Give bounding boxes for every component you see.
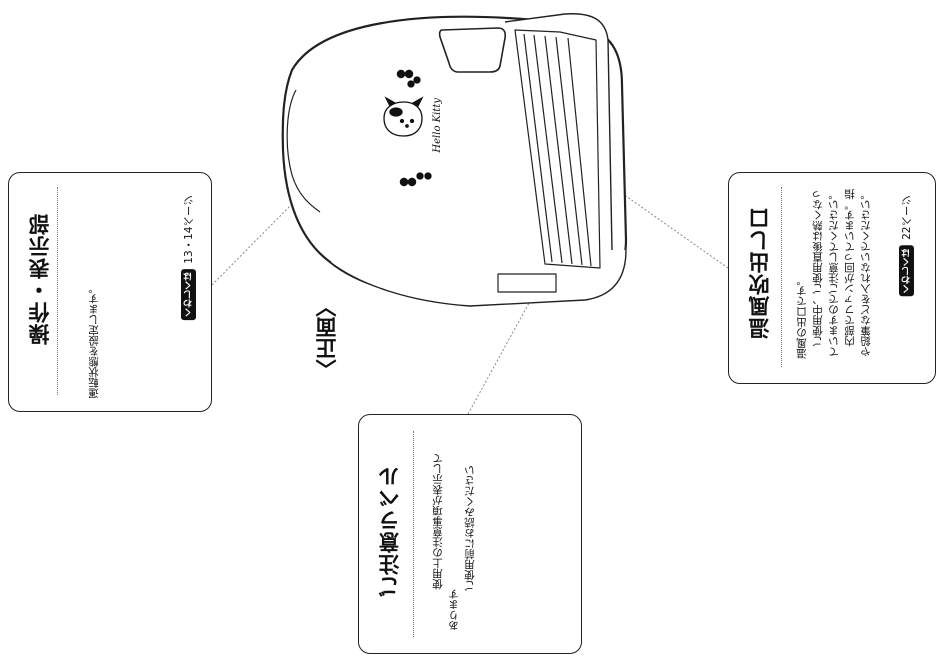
heater-illustration bbox=[281, 13, 628, 307]
leader-line-controls bbox=[211, 199, 297, 286]
callout-title: ご注意ラベル bbox=[378, 465, 402, 597]
callout-page-ref: くわしくは 22ページ bbox=[899, 195, 914, 298]
leader-lines bbox=[211, 157, 729, 415]
kitty-face bbox=[383, 101, 423, 137]
callout-line-5: や鉛筆などを入れないでください。 bbox=[860, 189, 872, 357]
callout-page-ref: くわしくは 13・14ページ bbox=[181, 195, 196, 322]
side-rim bbox=[286, 89, 321, 213]
callout-line-1: 使用上の注意事項が表示して bbox=[432, 453, 444, 590]
ref-pages: 13・14ページ bbox=[183, 195, 195, 264]
callout-divider bbox=[57, 187, 58, 395]
callout-controls: 操作・表示部 運転状態を設定します。 くわしくは 13・14ページ bbox=[8, 172, 212, 412]
callout-line-4: 内部でファンが回っています。指 bbox=[844, 189, 856, 347]
callout-title: 操作・表示部 bbox=[28, 213, 52, 345]
view-label: 〈正面〉 bbox=[315, 296, 339, 380]
ref-pages: 22ページ bbox=[901, 195, 913, 240]
callout-warm-air-outlet: 温風吹出し口 温風の出口です。 ご使用中、ご使用直後は熱くなっ ていますのでご注… bbox=[728, 172, 936, 384]
bow-icon bbox=[396, 69, 432, 187]
callout-divider bbox=[413, 431, 414, 637]
heater-logo: Hello Kitty bbox=[432, 98, 443, 153]
callout-line-3: ご使用前にお読みください bbox=[464, 465, 476, 591]
heater-ridge bbox=[504, 13, 613, 251]
callout-caution-label: ご注意ラベル 使用上の注意事項が表示して あります ご使用前にお読みください bbox=[358, 414, 582, 654]
callout-divider bbox=[781, 187, 782, 367]
outlet-grille bbox=[514, 29, 601, 269]
caution-label-sticker bbox=[497, 273, 557, 293]
callout-line-2: あります bbox=[448, 589, 460, 631]
callout-description: 運転状態を設定します。 bbox=[88, 283, 100, 399]
callout-title: 温風吹出し口 bbox=[748, 207, 772, 339]
leader-line-caution bbox=[467, 282, 541, 415]
callout-line-1: 温風の出口です。 bbox=[796, 275, 808, 359]
ref-badge: くわしくは bbox=[181, 269, 196, 321]
callout-line-3: ていますのでご注意してください。 bbox=[828, 189, 840, 357]
ref-badge: くわしくは bbox=[899, 245, 914, 297]
control-panel bbox=[438, 27, 507, 73]
callout-line-2: ご使用中、ご使用直後は熱くなっ bbox=[812, 189, 824, 347]
kitty-motif bbox=[383, 69, 432, 187]
